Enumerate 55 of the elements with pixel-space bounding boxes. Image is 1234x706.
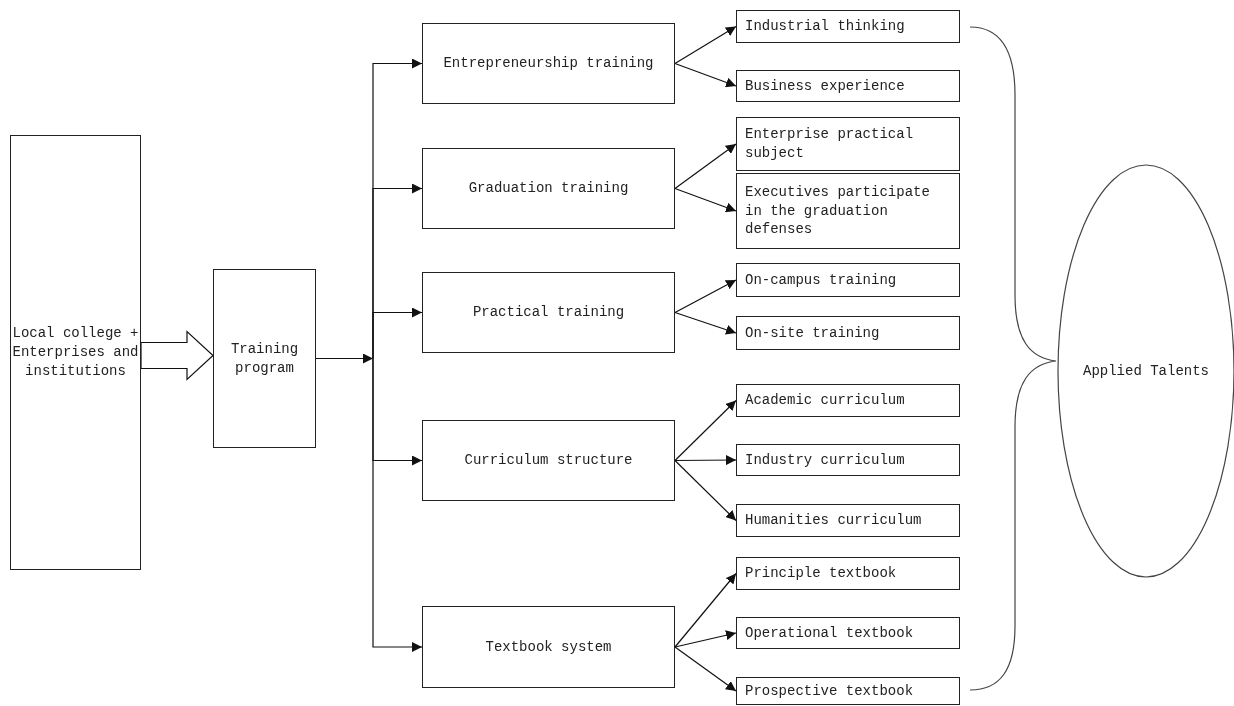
- item-box: [736, 617, 960, 649]
- item-box: [736, 504, 960, 537]
- process-box: [422, 148, 675, 229]
- node-label: Industrial thinking: [745, 17, 905, 36]
- process-box: [10, 135, 141, 570]
- node-label: Training program: [229, 339, 300, 378]
- process-box: [422, 420, 675, 501]
- block-arrow: [140, 330, 214, 381]
- node-label: Prospective textbook: [745, 681, 914, 701]
- node-label: Academic curriculum: [745, 391, 905, 410]
- item-box: [736, 384, 960, 417]
- node-label: Entrepreneurship training: [443, 54, 654, 73]
- arrow: [674, 62, 737, 88]
- node-label: Curriculum structure: [464, 451, 633, 470]
- item-box: [736, 263, 960, 297]
- node-label: Humanities curriculum: [745, 511, 922, 530]
- node-label: Enterprise practical subject: [745, 125, 915, 163]
- node-label: On-site training: [745, 323, 880, 343]
- node-label: Graduation training: [468, 179, 629, 198]
- process-box: [422, 606, 675, 688]
- node-label: Business experience: [745, 76, 905, 96]
- arrow: [315, 353, 374, 364]
- arrow: [674, 311, 737, 335]
- item-box: [736, 70, 960, 102]
- item-box: [736, 677, 960, 705]
- arrow: [674, 459, 737, 522]
- arrow: [372, 307, 423, 360]
- item-box: [736, 173, 960, 249]
- arrow: [674, 187, 737, 213]
- arrow: [674, 25, 737, 65]
- node-label: Operational textbook: [745, 623, 914, 643]
- process-box: [422, 272, 675, 353]
- arrow: [674, 630, 737, 648]
- arrow: [674, 455, 737, 466]
- item-box: [736, 10, 960, 43]
- item-box: [736, 557, 960, 590]
- node-label: Local college + Enterprises and institutions: [11, 324, 140, 381]
- arrow: [674, 399, 737, 462]
- node-label: Applied Talents: [1083, 361, 1209, 381]
- item-box: [736, 117, 960, 171]
- process-box: [422, 23, 675, 104]
- arrow: [372, 357, 423, 652]
- node-label: Textbook system: [485, 637, 612, 657]
- node-label: Industry curriculum: [745, 450, 905, 470]
- process-box: [213, 269, 316, 448]
- item-box: [736, 444, 960, 476]
- node-label: Executives participate in the graduation defenses: [745, 182, 931, 240]
- arrow: [674, 279, 737, 314]
- node-label: Principle textbook: [745, 564, 897, 583]
- node-label: Practical training: [472, 303, 625, 322]
- arrow: [674, 646, 737, 692]
- node-label: On-campus training: [745, 270, 897, 290]
- item-box: [736, 316, 960, 350]
- arrow: [674, 143, 737, 190]
- arrow: [674, 572, 737, 648]
